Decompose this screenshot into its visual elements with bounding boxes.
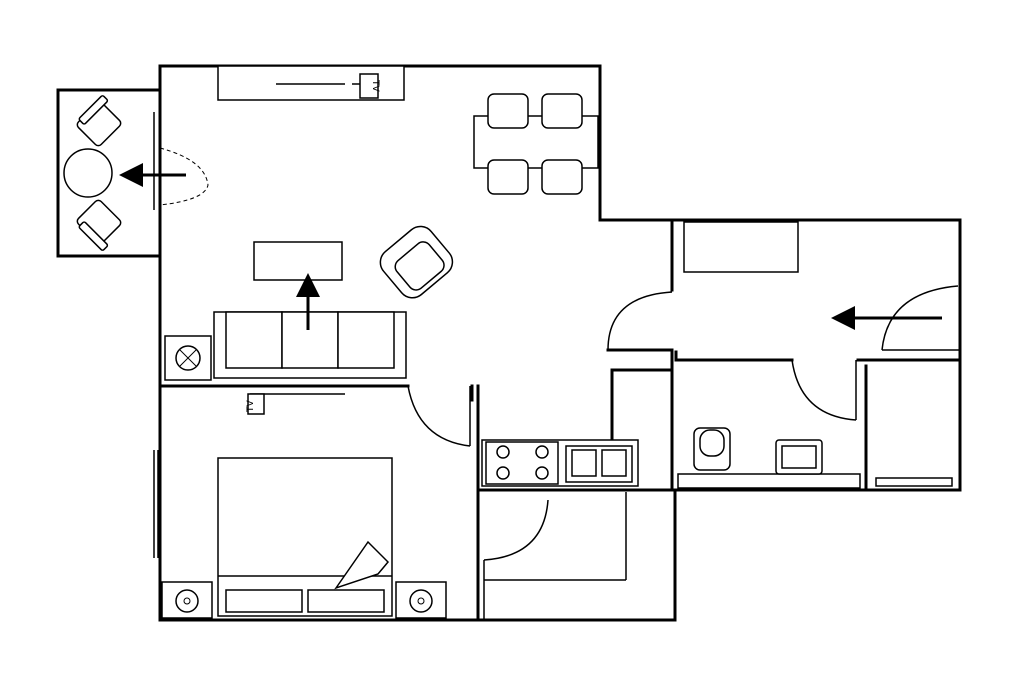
hall-wardrobe bbox=[683, 221, 799, 273]
bedroom: TV bbox=[153, 393, 447, 619]
nightstand-left bbox=[161, 581, 213, 619]
kitchen bbox=[481, 439, 639, 581]
nightstand-right bbox=[395, 581, 447, 619]
doors bbox=[407, 285, 960, 620]
exterior-walls bbox=[158, 64, 962, 622]
bedroom-tv-label: TV bbox=[246, 400, 256, 413]
sofa-icon bbox=[213, 311, 407, 379]
armchair-icon bbox=[76, 95, 122, 147]
bathroom bbox=[677, 427, 953, 489]
living-tv-label: TV bbox=[370, 79, 380, 92]
coffee-table bbox=[253, 241, 343, 281]
interior-walls bbox=[158, 218, 962, 622]
washbasin-icon bbox=[775, 439, 823, 475]
shower-tray bbox=[875, 477, 953, 487]
sink-icon bbox=[565, 445, 633, 483]
living-room: TV bbox=[164, 65, 599, 381]
double-bed-icon bbox=[217, 457, 393, 617]
armchair-icon bbox=[379, 225, 454, 299]
toilet-icon bbox=[693, 427, 731, 471]
stove-icon bbox=[485, 441, 559, 485]
dining-chair-icon bbox=[487, 93, 583, 195]
armchair-icon bbox=[76, 199, 122, 251]
balcony bbox=[56, 88, 209, 258]
round-table-icon bbox=[63, 148, 113, 198]
